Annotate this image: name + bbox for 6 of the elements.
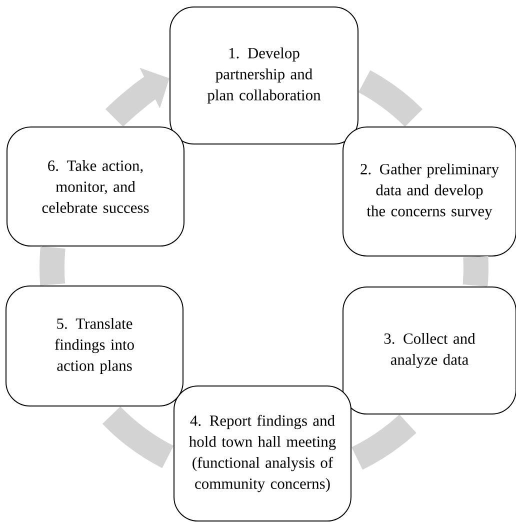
process-box: 6. Take action, monitor, and celebrate success xyxy=(6,126,184,246)
process-box: 5. Translate findings into action plans xyxy=(6,286,184,406)
process-box: 4. Report findings and hold town hall meeting (functional analysis of community concerns) xyxy=(174,386,352,522)
process-box: 3. Collect and analyze data xyxy=(342,286,516,414)
process-box: 1. Develop partnership and plan collaboration xyxy=(170,6,358,144)
process-box: 2. Gather preliminary data and develop the concerns survey xyxy=(342,126,516,256)
